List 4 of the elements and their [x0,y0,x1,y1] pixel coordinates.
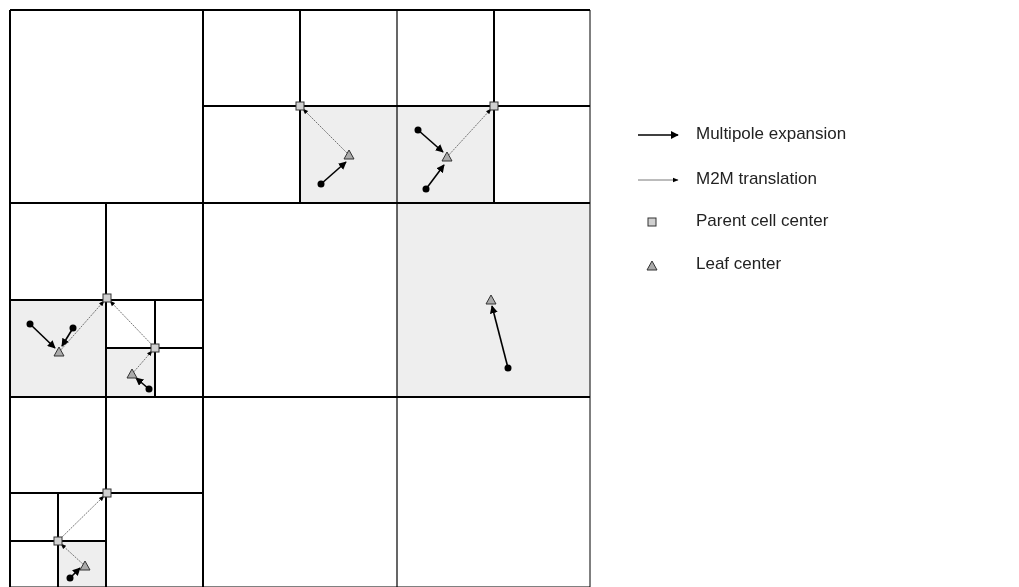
legend-label: Parent cell center [696,211,829,231]
legend-label: Leaf center [696,254,782,274]
legend-label: Multipole expansion [696,124,847,144]
legend-label: M2M translation [696,169,817,189]
